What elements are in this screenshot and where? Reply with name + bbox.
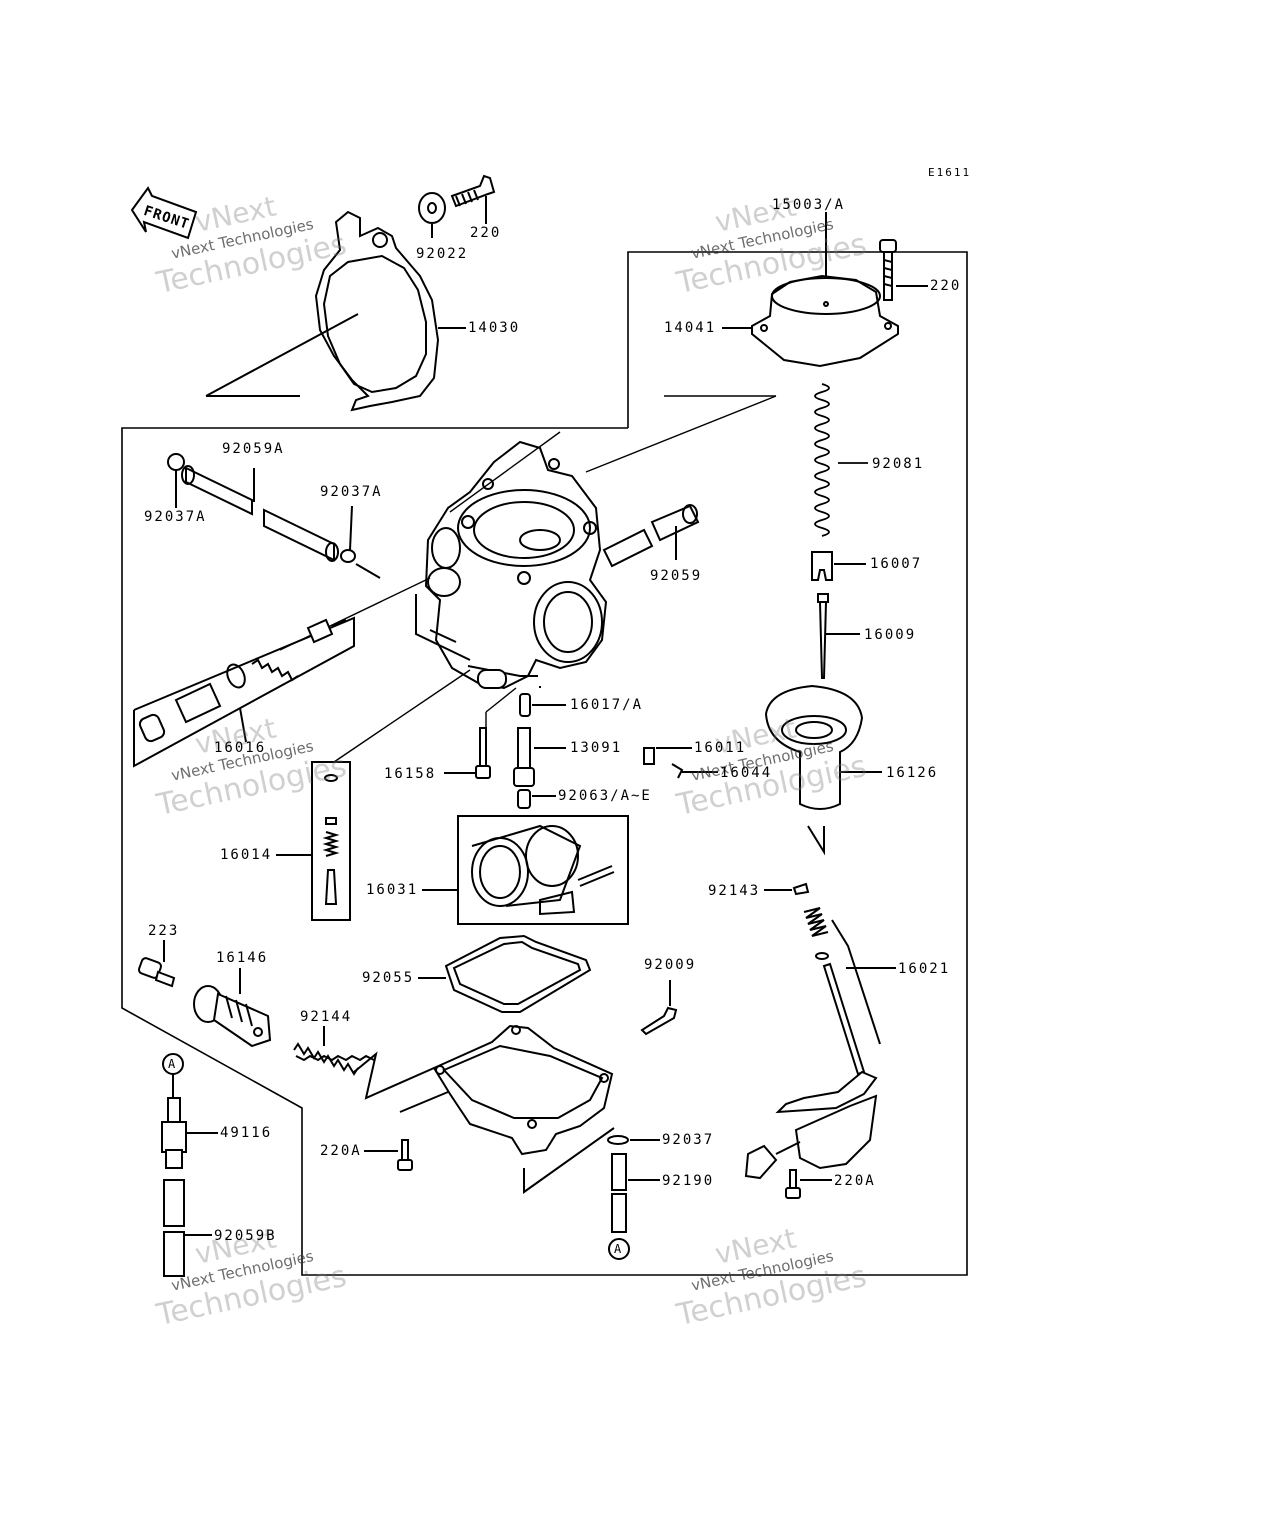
label-220a-right: 220A xyxy=(834,1173,876,1189)
needle-jet-13091 xyxy=(513,727,566,787)
label-92144: 92144 xyxy=(300,1009,353,1025)
label-92143: 92143 xyxy=(708,883,761,899)
jet-needle-16009 xyxy=(817,593,860,679)
label-16146: 16146 xyxy=(216,950,269,966)
ref-a-top xyxy=(162,1053,184,1098)
diagram-code: E1611 xyxy=(928,166,972,179)
label-220-top: 220 xyxy=(470,225,502,241)
label-16007: 16007 xyxy=(870,556,923,572)
pilot-screw-16016 xyxy=(133,616,355,768)
screw-223 xyxy=(137,940,176,988)
label-15003a: 15003/A xyxy=(772,197,846,213)
main-jet-92063 xyxy=(517,789,556,809)
label-16044: 16044 xyxy=(720,765,773,781)
spring-92144 xyxy=(293,1026,435,1100)
needle-holder-16007 xyxy=(811,551,866,581)
label-92037: 92037 xyxy=(662,1132,715,1148)
label-14041: 14041 xyxy=(664,320,717,336)
label-16031: 16031 xyxy=(366,882,419,898)
hose-92059 xyxy=(602,504,700,568)
label-92059b: 92059B xyxy=(214,1228,277,1244)
pilot-jet-16158 xyxy=(444,727,491,779)
plug-16011 xyxy=(643,747,692,765)
label-92009: 92009 xyxy=(644,957,697,973)
clip-92037 xyxy=(607,1135,660,1145)
label-13091: 13091 xyxy=(570,740,623,756)
label-16021: 16021 xyxy=(898,961,951,977)
label-49116: 49116 xyxy=(220,1125,273,1141)
label-16011: 16011 xyxy=(694,740,747,756)
label-16126: 16126 xyxy=(886,765,939,781)
chamber-cap-14041 xyxy=(722,212,899,368)
hose-92059a xyxy=(181,465,339,562)
label-16017a: 16017/A xyxy=(570,697,644,713)
hose-92059b xyxy=(163,1179,212,1277)
tube-92190 xyxy=(611,1153,660,1233)
label-14030: 14030 xyxy=(468,320,521,336)
carburetor-body xyxy=(415,440,608,690)
label-16016: 16016 xyxy=(214,740,267,756)
front-arrow-icon xyxy=(130,186,198,240)
clip-16044 xyxy=(671,763,718,779)
leader-lines xyxy=(279,395,777,763)
label-92081: 92081 xyxy=(872,456,925,472)
clip-92037a-right xyxy=(340,505,381,579)
gasket-92055 xyxy=(418,934,592,1013)
starter-plunger-16146 xyxy=(193,968,272,1048)
float-valve-16014 xyxy=(276,761,351,921)
label-220-cap: 220 xyxy=(930,278,962,294)
label-92059a: 92059A xyxy=(222,441,285,457)
fitting-49116 xyxy=(161,1097,218,1169)
screw-220-cap xyxy=(879,239,928,301)
label-220a-left: 220A xyxy=(320,1143,362,1159)
label-16014: 16014 xyxy=(220,847,273,863)
drain-screw-92009 xyxy=(640,980,678,1036)
screw-220a-right xyxy=(785,1169,832,1199)
label-16009: 16009 xyxy=(864,627,917,643)
ref-a-bottom-letter: A xyxy=(614,1242,622,1256)
label-92022: 92022 xyxy=(416,246,469,262)
label-16158: 16158 xyxy=(384,766,437,782)
vacuum-piston-16126 xyxy=(764,684,882,856)
spring-92081 xyxy=(814,383,868,537)
top-cover-14030 xyxy=(205,210,466,412)
washer-92022 xyxy=(418,192,446,238)
label-223: 223 xyxy=(148,923,180,939)
spring-92143 xyxy=(764,882,810,896)
clip-92037a-left xyxy=(167,453,185,508)
label-92055: 92055 xyxy=(362,970,415,986)
label-92063a-e: 92063/A~E xyxy=(558,788,652,804)
float-16031 xyxy=(422,815,629,925)
float-bowl xyxy=(399,1024,615,1194)
screw-220-top xyxy=(450,174,496,224)
jet-16017a xyxy=(519,693,566,717)
ref-a-top-letter: A xyxy=(168,1057,176,1071)
label-92059: 92059 xyxy=(650,568,703,584)
screw-220a-left xyxy=(364,1139,413,1171)
choke-plunger-16021 xyxy=(744,907,896,1180)
label-92190: 92190 xyxy=(662,1173,715,1189)
label-92037a-right: 92037A xyxy=(320,484,383,500)
ref-a-bottom xyxy=(608,1238,630,1260)
label-92037a-left: 92037A xyxy=(144,509,207,525)
frame-outline xyxy=(121,251,968,1276)
